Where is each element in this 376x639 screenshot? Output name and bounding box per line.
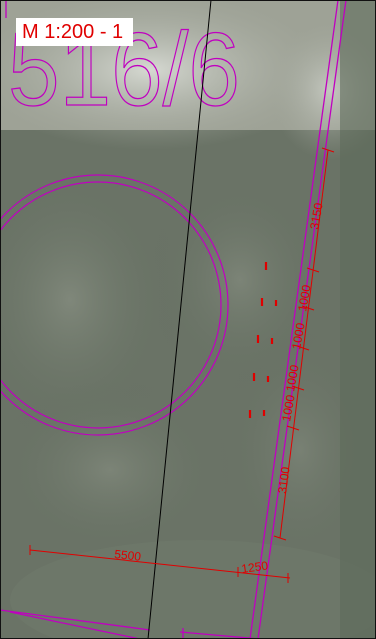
south-boundary-inner-line xyxy=(9,611,141,639)
survey-markers xyxy=(248,262,278,418)
east-boundary-line xyxy=(257,0,347,639)
circle-feature xyxy=(0,174,229,436)
dim-bottom-right: 3100 xyxy=(275,466,293,495)
south-boundary-east-line xyxy=(179,631,261,639)
south-boundary-line xyxy=(0,609,151,631)
parcel-boundaries xyxy=(0,0,347,639)
dimension-texts: 3150 1000 1000 1000 1000 3100 5500 1250 xyxy=(114,201,326,575)
circle-outer xyxy=(0,174,229,436)
centerline xyxy=(147,0,212,639)
circle-inner xyxy=(0,181,222,429)
dim-seg-2: 1000 xyxy=(289,321,307,350)
right-dimension-line xyxy=(279,149,329,539)
bottom-dimension-line xyxy=(29,549,291,579)
east-boundary-inner-line xyxy=(249,0,339,639)
dim-seg-1: 1000 xyxy=(295,283,313,312)
scale-label: M 1:200 - 1 xyxy=(16,18,134,46)
dim-seg-3: 1000 xyxy=(283,363,301,392)
dimension-lines xyxy=(29,147,335,583)
dim-top-right: 3150 xyxy=(307,201,325,230)
dim-bottom-left: 5500 xyxy=(114,547,142,564)
dim-seg-4: 1000 xyxy=(279,393,297,422)
dim-bottom-small: 1250 xyxy=(240,558,269,576)
